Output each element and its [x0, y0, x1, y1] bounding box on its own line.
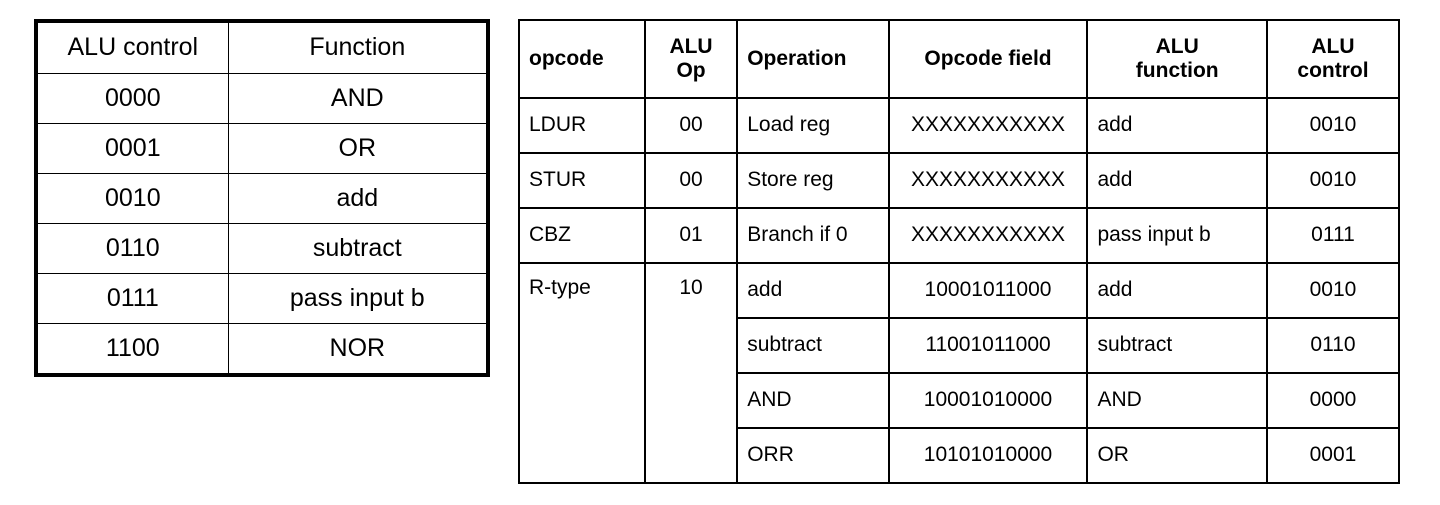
header-alu-function: ALU function [1086, 19, 1268, 99]
header-alu-op-line1: ALU [669, 34, 713, 58]
cell-alu-control: 0010 [35, 173, 229, 224]
header-opcode-field: Opcode field [887, 19, 1089, 99]
cell-alu-control: 0001 [35, 123, 229, 174]
table-row: CBZ 01 Branch if 0 XXXXXXXXXXX pass inpu… [518, 207, 1401, 264]
cell-alu-control: 0111 [1265, 207, 1401, 264]
table-row: subtract 11001011000 subtract 0110 [519, 317, 1401, 374]
cell-alu-op: 00 [643, 152, 739, 209]
cell-operation: add [736, 262, 890, 319]
alu-control-table-container: ALU control Function 0000 AND 0001 OR 00… [34, 19, 490, 377]
cell-alu-control: 0001 [1265, 427, 1401, 484]
cell-opcode-field: 11001011000 [887, 317, 1089, 374]
cell-alu-control: 0000 [1265, 372, 1401, 429]
header-alu-control-line2: control [1297, 59, 1369, 82]
table-row: R-type 10 add 10001011000 add 0010 [518, 262, 1401, 484]
table-row: STUR 00 Store reg XXXXXXXXXXX add 0010 [518, 152, 1401, 209]
cell-alu-op: 00 [643, 97, 739, 154]
table-row: 0111 pass input b [35, 273, 489, 324]
header-alu-control-line1: ALU [1311, 34, 1355, 58]
cell-opcode-field: XXXXXXXXXXX [887, 207, 1089, 264]
cell-function: subtract [227, 223, 489, 274]
cell-opcode-field: 10101010000 [887, 427, 1089, 484]
cell-alu-control: 0110 [1265, 317, 1401, 374]
header-alu-op: ALU Op [643, 19, 739, 99]
cell-alu-control: 0010 [1265, 97, 1401, 154]
cell-alu-function: OR [1086, 427, 1268, 484]
cell-opcode-field: 10001011000 [887, 262, 1089, 319]
cell-function: NOR [227, 323, 489, 376]
cell-alu-function: add [1086, 152, 1268, 209]
table-row: 0010 add [35, 173, 489, 224]
header-opcode: opcode [518, 19, 646, 99]
cell-opcode: LDUR [518, 97, 646, 154]
cell-operation: Load reg [736, 97, 890, 154]
cell-operation: AND [736, 372, 890, 429]
header-alu-function-line1: ALU [1155, 34, 1199, 58]
cell-alu-function: add [1086, 262, 1268, 319]
cell-alu-op: 01 [643, 207, 739, 264]
cell-alu-function: AND [1086, 372, 1268, 429]
header-alu-op-line2: Op [676, 59, 706, 82]
cell-operation: subtract [736, 317, 890, 374]
header-function: Function [227, 20, 489, 74]
alu-control-table: ALU control Function 0000 AND 0001 OR 00… [34, 19, 490, 377]
cell-alu-op-rtype: 10 [643, 262, 739, 484]
cell-opcode-field: XXXXXXXXXXX [887, 152, 1089, 209]
header-operation: Operation [736, 19, 890, 99]
cell-alu-control: 0111 [35, 273, 229, 324]
cell-operation: Branch if 0 [736, 207, 890, 264]
cell-function: pass input b [227, 273, 489, 324]
cell-alu-control: 0010 [1265, 152, 1401, 209]
cell-alu-function: add [1086, 97, 1268, 154]
cell-opcode-field: XXXXXXXXXXX [887, 97, 1089, 154]
cell-operation: ORR [736, 427, 890, 484]
cell-function: AND [227, 73, 489, 124]
table-row: LDUR 00 Load reg XXXXXXXXXXX add 0010 [518, 97, 1401, 154]
table-row: 0001 OR [35, 123, 489, 174]
table-row: 1100 NOR [35, 323, 489, 376]
table-header-row: ALU control Function [35, 20, 489, 74]
cell-alu-control: 0110 [35, 223, 229, 274]
cell-opcode-rtype: R-type [518, 262, 646, 484]
header-alu-control: ALU control [35, 20, 229, 74]
cell-opcode-field: 10001010000 [887, 372, 1089, 429]
cell-alu-function: pass input b [1086, 207, 1268, 264]
cell-operation: Store reg [736, 152, 890, 209]
header-alu-control: ALU control [1265, 19, 1401, 99]
table-header-row: opcode ALU Op Operation Opcode field ALU… [518, 19, 1401, 99]
cell-alu-function: subtract [1086, 317, 1268, 374]
cell-opcode: CBZ [518, 207, 646, 264]
table-row: 0110 subtract [35, 223, 489, 274]
table-row: 0000 AND [35, 73, 489, 124]
cell-alu-control: 0000 [35, 73, 229, 124]
header-alu-function-line2: function [1135, 59, 1219, 82]
cell-alu-control: 1100 [35, 323, 229, 376]
alu-opcode-table: opcode ALU Op Operation Opcode field ALU… [518, 19, 1401, 484]
cell-function: add [227, 173, 489, 224]
cell-opcode: STUR [518, 152, 646, 209]
table-row: ORR 10101010000 OR 0001 [519, 427, 1401, 484]
cell-function: OR [227, 123, 489, 174]
cell-alu-control: 0010 [1265, 262, 1401, 319]
table-row: AND 10001010000 AND 0000 [519, 372, 1401, 429]
alu-opcode-table-container: opcode ALU Op Operation Opcode field ALU… [518, 19, 1401, 484]
